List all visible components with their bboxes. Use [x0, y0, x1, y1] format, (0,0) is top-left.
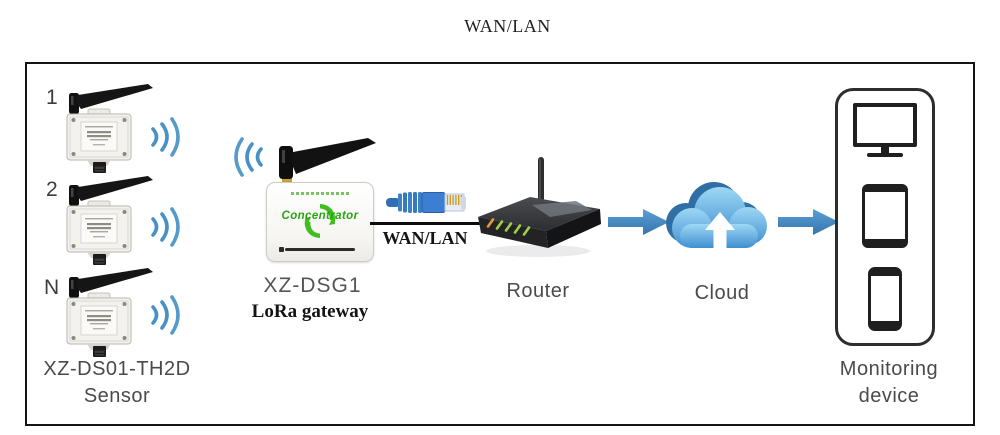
gateway-type: LoRa gateway	[251, 301, 369, 322]
diagram-frame	[25, 62, 975, 426]
monitor-screen	[853, 103, 917, 147]
arrow-right-icon	[608, 209, 669, 235]
sensor-device-icon	[66, 83, 154, 174]
cloud-icon	[666, 182, 767, 250]
wifi-waves-icon	[151, 117, 180, 157]
wifi-waves-icon	[151, 207, 180, 247]
sensor-group-label: XZ-DS01-TH2D Sensor	[28, 356, 206, 410]
antenna-icon	[279, 138, 376, 184]
sensor-number-1: 1	[46, 86, 58, 109]
arrow-right-icon	[778, 209, 839, 235]
wifi-waves-icon	[151, 295, 180, 335]
gateway-brand-text: Concentrator	[281, 210, 359, 222]
concentrator-logo-icon	[304, 203, 336, 239]
sensor-type: Sensor	[83, 385, 151, 407]
cloud-label: Cloud	[694, 282, 750, 304]
gateway-microtext-decoration	[291, 192, 349, 195]
monitoring-label-line1: Monitoring	[839, 358, 939, 380]
sensor-number-2: 2	[46, 178, 58, 201]
monitoring-label: Monitoring device	[830, 356, 948, 410]
sensor-model: XZ-DS01-TH2D	[43, 358, 191, 380]
ethernet-cable-icon	[386, 192, 466, 213]
monitoring-devices-box	[835, 88, 935, 346]
cable-label: WAN/LAN	[382, 228, 468, 248]
router-icon	[478, 157, 601, 257]
gateway-device: Concentrator	[266, 182, 374, 262]
sensor-device-icon	[66, 267, 154, 358]
upload-arrow-icon	[705, 212, 735, 250]
page-title: WAN/LAN	[464, 16, 551, 36]
gateway-slot-decoration	[279, 247, 355, 252]
monitor-icon	[853, 103, 917, 157]
sensor-number-n: N	[44, 276, 60, 299]
wifi-waves-icon	[234, 137, 263, 177]
router-label: Router	[506, 280, 570, 302]
monitor-stand-neck	[881, 147, 889, 153]
monitor-stand-base	[867, 153, 903, 157]
monitoring-label-line2: device	[858, 385, 920, 407]
network-cable-line	[370, 222, 486, 225]
tablet-icon	[862, 184, 908, 248]
gateway-model: XZ-DSG1	[263, 274, 362, 297]
smartphone-icon	[868, 267, 902, 331]
sensor-device-icon	[66, 175, 154, 266]
